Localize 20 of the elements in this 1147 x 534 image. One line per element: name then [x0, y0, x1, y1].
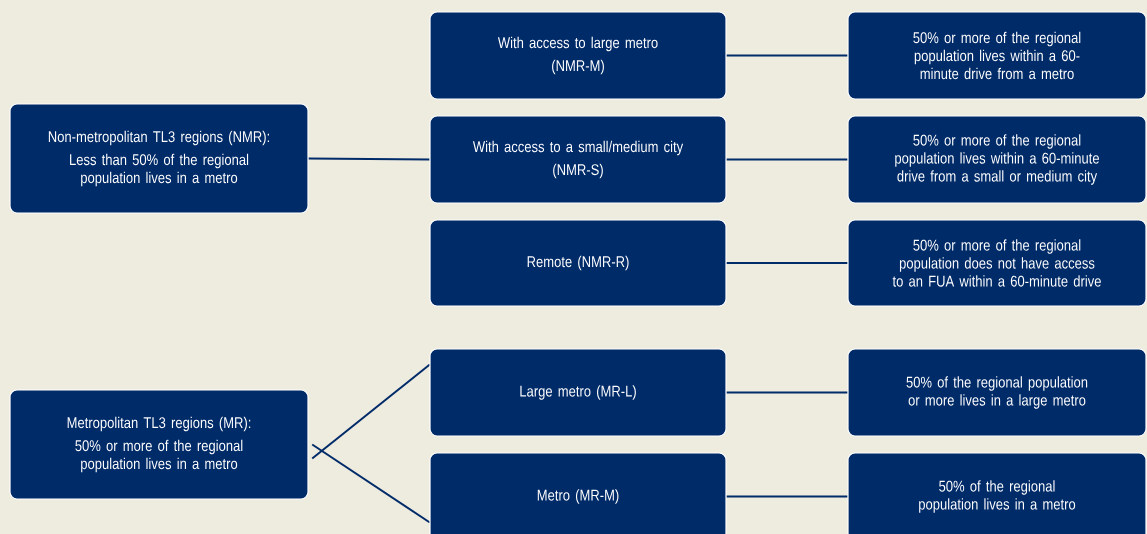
connector-line: [725, 54, 849, 57]
category-box: Non-metropolitan TL3 regions (NMR): Less than 50% of the regional population lives in a metro: [9, 103, 309, 214]
category-box: 50% or more of the regional population lives within a 60-minute drive from a metro: [847, 11, 1147, 100]
category-box: 50% of the regional population or more lives in a large metro: [847, 348, 1147, 437]
connector-line: [725, 391, 849, 394]
category-box: 50% or more of the regional population lives within a 60-minute drive from a small or medium city: [847, 115, 1147, 204]
category-box: 50% of the regional population lives in a metro: [847, 452, 1147, 534]
category-box: Large metro (MR-L): [429, 348, 727, 437]
connector-line: [725, 262, 849, 264]
connector-line: [725, 158, 849, 161]
connector-line: [725, 495, 849, 498]
connector-line: [311, 443, 431, 524]
connector-line: [307, 157, 431, 161]
category-box: 50% or more of the regional population does not have access to an FUA within a 60-minute drive: [847, 219, 1147, 307]
category-box: Metro (MR-M): [429, 452, 727, 534]
category-box: Remote (NMR-R): [429, 219, 727, 307]
category-box: With access to a small/medium city (NMR-S): [429, 115, 727, 204]
connector-line: [311, 363, 431, 460]
category-box: Metropolitan TL3 regions (MR): 50% or more of the regional population lives in a metro: [9, 389, 309, 500]
category-box: With access to large metro (NMR-M): [429, 11, 727, 100]
